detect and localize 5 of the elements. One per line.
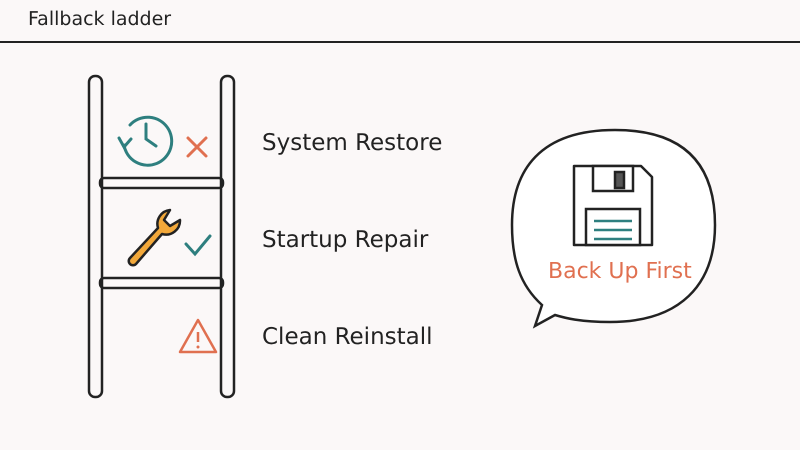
step-label: Startup Repair (262, 227, 428, 253)
title: Fallback ladder (28, 8, 172, 30)
step-label: Clean Reinstall (262, 324, 433, 350)
step-label: System Restore (262, 130, 442, 156)
bubble-text: Back Up First (548, 259, 692, 284)
